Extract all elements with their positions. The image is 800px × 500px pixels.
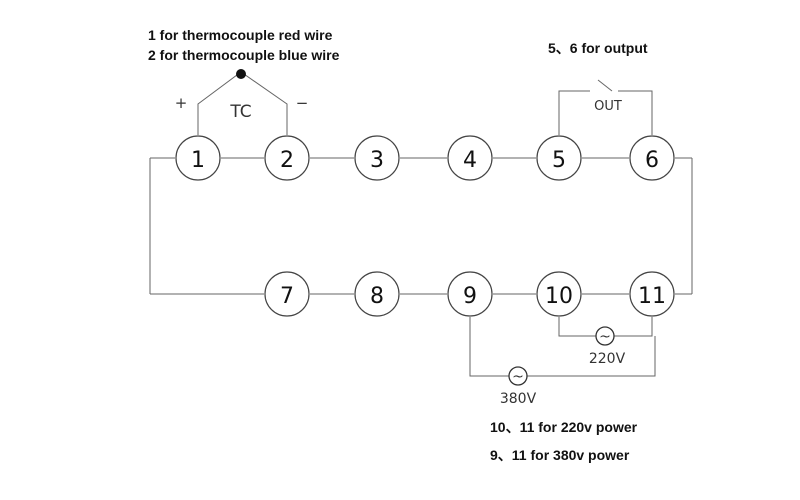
note-output: 5、6 for output [548,40,648,56]
terminal-number: 5 [552,148,566,173]
terminal-8: 8 [354,271,400,317]
output-relay-symbol: OUT [558,79,653,135]
terminal-number: 2 [280,148,294,173]
terminal-7: 7 [264,271,310,317]
ac-380-wave-icon: ~ [512,369,524,385]
terminal-5: 5 [536,135,582,181]
tc-label: TC [229,102,251,122]
note-tc-red: 1 for thermocouple red wire [148,27,333,43]
terminal-number: 9 [463,284,477,309]
note-tc-blue: 2 for thermocouple blue wire [148,47,340,63]
terminal-10: 10 [536,271,582,317]
tc-junction-dot [236,69,246,79]
terminal-11: 11 [629,271,675,317]
outer-loop-wiring [149,157,693,295]
terminal-6: 6 [629,135,675,181]
terminal-4: 4 [447,135,493,181]
note-power-380: 9、11 for 380v power [490,447,630,463]
terminal-number: 8 [370,284,384,309]
terminal-number: 11 [638,284,666,309]
ac-source-380v: ~ [508,366,528,386]
terminal-number: 4 [463,148,477,173]
ac-source-220v: ~ [595,326,615,346]
terminal-number: 7 [280,284,294,309]
terminal-3: 3 [354,135,400,181]
tc-minus-sign: − [296,94,309,112]
terminal-number: 1 [191,148,205,173]
terminal-number: 6 [645,148,659,173]
note-power-220: 10、11 for 220v power [490,419,638,435]
tc-plus-sign: + [175,94,188,112]
ac-220-wave-icon: ~ [599,329,611,345]
voltage-label-380v: 380V [500,391,537,407]
terminal-number: 3 [370,148,384,173]
voltage-label-220v: 220V [589,351,626,367]
power-wiring [469,317,656,377]
terminal-9: 9 [447,271,493,317]
thermocouple-symbol: TC + − [175,69,309,135]
terminal-1: 1 [175,135,221,181]
terminal-number: 10 [545,284,573,309]
terminal-2: 2 [264,135,310,181]
relay-switch-contact [597,79,613,92]
out-label: OUT [594,99,622,114]
